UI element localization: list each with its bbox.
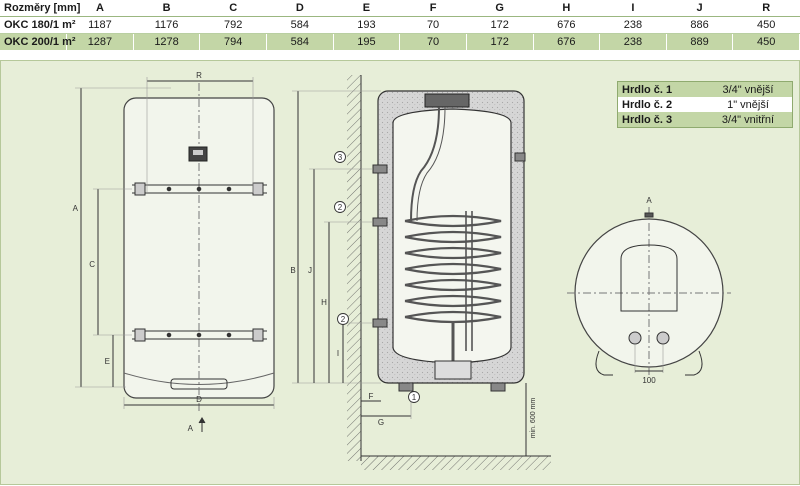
legend-row: Hrdlo č. 3 3/4" vnitřní (617, 112, 793, 128)
table-cell: 889 (666, 33, 734, 50)
model-name: OKC 180/1 m² (0, 16, 76, 34)
dimension-table: Rozměry [mm] A B C D E F G H I J R OKC 1… (0, 0, 800, 50)
table-cell: 1176 (133, 16, 201, 34)
table-cell: 450 (732, 33, 800, 50)
table-cell: 584 (266, 16, 334, 34)
inner-cover (620, 244, 678, 312)
outlet-legend: Hrdlo č. 1 3/4" vnější Hrdlo č. 2 1" vně… (617, 81, 793, 128)
drawing-panel: R A C E D A (0, 60, 800, 485)
top-fitting (424, 93, 470, 108)
label-view-arrow: A (188, 424, 194, 433)
outlet-marker-1 (408, 391, 420, 403)
table-cell: 792 (199, 16, 267, 34)
flange (434, 360, 472, 380)
table-row: OKC 180/1 m² 1187 1176 792 584 193 70 17… (0, 16, 800, 34)
outlet-2-top-pipe (372, 217, 388, 227)
label-dim-h: H (321, 298, 327, 307)
table-cell: 584 (266, 33, 334, 50)
table-cell: 172 (466, 16, 534, 34)
legend-row: Hrdlo č. 2 1" vnější (617, 97, 793, 112)
table-cell: 676 (533, 33, 601, 50)
legend-value: 3/4" vnitřní (704, 112, 793, 128)
outlet-marker-3 (334, 151, 346, 163)
table-cell: 193 (333, 16, 401, 34)
col-header: Rozměry [mm] (0, 0, 80, 17)
table-cell: 70 (399, 33, 467, 50)
table-cell: 1278 (133, 33, 201, 50)
col-header: A (66, 0, 134, 17)
label-top-view: A (646, 196, 652, 205)
outlet-left (628, 331, 642, 345)
label-dim-j: J (308, 266, 312, 275)
floor (361, 456, 551, 470)
table-cell: 450 (732, 16, 800, 34)
heat-exchanger-coil (404, 214, 502, 324)
label-dim-r: R (196, 71, 202, 80)
label-dim-a: A (73, 204, 79, 213)
label-dim-e: E (105, 357, 110, 366)
table-cell: 70 (399, 16, 467, 34)
col-header: H (533, 0, 601, 17)
technical-drawing: R A C E D A (73, 71, 731, 470)
table-cell: 238 (599, 16, 667, 34)
legend-row: Hrdlo č. 1 3/4" vnější (617, 81, 793, 97)
outlet-marker-2-top (334, 201, 346, 213)
outlet-3-pipe (372, 164, 388, 174)
bottom-cover (123, 372, 275, 385)
table-cell: 1287 (66, 33, 134, 50)
table-cell: 172 (466, 33, 534, 50)
legend-name: Hrdlo č. 1 (617, 81, 704, 97)
legend-name: Hrdlo č. 3 (617, 112, 704, 128)
inner-tank (392, 108, 512, 364)
label-dim-100: 100 (642, 376, 656, 385)
section-view (292, 75, 551, 470)
label-dim-f: F (369, 392, 374, 401)
dip-tube (410, 106, 440, 222)
col-header: E (333, 0, 401, 17)
outlet-right (656, 331, 670, 345)
col-header: B (133, 0, 201, 17)
right-leg (685, 350, 703, 376)
col-header: I (599, 0, 667, 17)
legend-value: 1" vnější (704, 97, 793, 112)
table-cell: 794 (199, 33, 267, 50)
label-min-clearance: min. 600 mm (530, 398, 537, 439)
label-outlet-3: 3 (338, 153, 343, 162)
table-cell: 238 (599, 33, 667, 50)
label-dim-i: I (337, 349, 339, 358)
label-outlet-1: 1 (412, 393, 417, 402)
front-view (75, 77, 275, 432)
table-cell: 886 (666, 16, 734, 34)
table-cell: 676 (533, 16, 601, 34)
col-header: D (266, 0, 334, 17)
model-name: OKC 200/1 m² (0, 33, 76, 50)
label-dim-b: B (290, 266, 295, 275)
left-leg (595, 350, 613, 376)
wall (347, 75, 361, 461)
outlet-marker-2-bottom (337, 313, 349, 325)
label-dim-d: D (196, 395, 202, 404)
table-cell: 195 (333, 33, 401, 50)
legend-name: Hrdlo č. 2 (617, 97, 704, 112)
label-dim-g: G (378, 418, 384, 427)
top-view (567, 207, 731, 377)
label-dim-c: C (89, 260, 95, 269)
dimension-table-header: Rozměry [mm] A B C D E F G H I J R (0, 0, 800, 17)
legend-value: 3/4" vnější (704, 81, 793, 97)
col-header: R (732, 0, 800, 17)
table-cell: 1187 (66, 16, 134, 34)
label-outlet-2-bottom: 2 (341, 315, 346, 324)
col-header: C (199, 0, 267, 17)
col-header: G (466, 0, 534, 17)
label-outlet-2: 2 (338, 203, 343, 212)
table-row: OKC 200/1 m² 1287 1278 794 584 195 70 17… (0, 33, 800, 50)
outlet-2-bottom-pipe (372, 318, 388, 328)
col-header: F (399, 0, 467, 17)
col-header: J (666, 0, 734, 17)
